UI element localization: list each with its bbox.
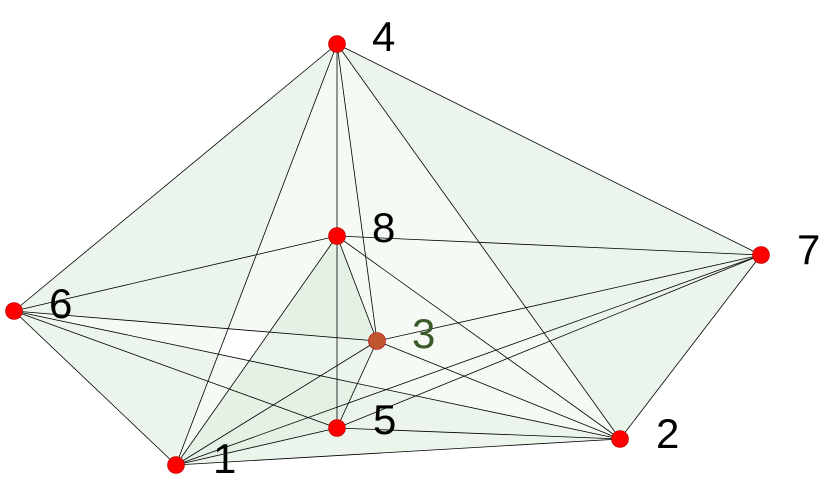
edge-1-5 [175,427,338,466]
vertex-label-3: 3 [412,310,435,357]
edge-4-2 [336,43,621,440]
vertex-7 [752,246,770,264]
edge-8-3 [336,235,378,342]
edge-7-3 [376,254,762,342]
edge-3-2 [376,340,621,440]
vertex-label-8: 8 [372,204,395,251]
vertex-6 [5,302,23,320]
edge-4-3 [336,43,378,342]
edge-7-1 [175,254,762,466]
edge-6-1 [13,310,177,466]
face-6-8-3 [14,236,377,341]
face-6-1-5 [14,311,337,465]
edge-6-8 [13,235,338,312]
face-4-6-1 [14,44,337,465]
vertex-2 [611,430,629,448]
edge-8-1 [175,235,338,466]
edge-1-2 [175,438,621,466]
vertex-1 [167,456,185,474]
edge-6-2 [13,310,621,440]
vertex-5 [328,419,346,437]
vertex-label-4: 4 [372,13,395,60]
edge-4-6 [13,43,338,312]
face-8-5-3 [337,236,377,428]
edges-layer [13,43,762,466]
edge-5-2 [336,427,621,440]
vertex-4 [328,35,346,53]
labels-layer: 1 2 3 4 5 6 7 8 [49,13,820,481]
face-8-7-2 [337,236,761,439]
edge-4-7 [336,43,762,256]
edge-8-2 [336,235,621,440]
face-1-5-2 [176,428,620,465]
vertex-label-2: 2 [656,410,679,457]
vertex-3 [368,332,386,350]
vertex-label-7: 7 [797,226,820,273]
vertices-layer [5,35,770,474]
edge-7-2 [619,254,762,440]
vertex-label-6: 6 [49,280,72,327]
face-1-8-3 [176,236,377,465]
face-4-7-2 [337,44,761,439]
edge-6-3 [13,310,378,342]
edge-6-5 [13,310,338,429]
edge-1-3 [175,340,378,466]
edge-3-5 [336,340,378,429]
vertex-label-5: 5 [373,396,396,443]
vertex-8 [328,227,346,245]
edge-8-7 [336,235,762,256]
edge-7-5 [336,254,762,429]
vertex-label-1: 1 [213,435,236,481]
